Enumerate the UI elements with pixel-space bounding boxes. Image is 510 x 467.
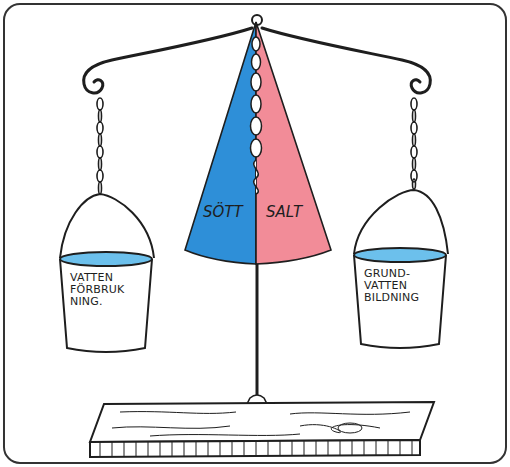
node-outline <box>185 22 256 264</box>
bucket: VATTEN FÖRBRUK NING. <box>58 250 154 354</box>
bucket-water <box>60 252 152 266</box>
cone-half: SALT <box>256 22 331 264</box>
board-front <box>90 440 420 457</box>
bucket-label: VATTEN FÖRBRUK NING. <box>70 272 136 308</box>
cone-label: SÖTT <box>203 204 243 221</box>
pole <box>256 262 259 398</box>
bucket-handle <box>354 190 448 254</box>
board-hatching <box>100 440 412 456</box>
frame <box>4 4 506 463</box>
chain-right <box>411 98 417 189</box>
wood-grain <box>112 412 410 436</box>
board-top <box>90 402 434 442</box>
bucket-label: GRUND- VATTEN BILDNING <box>364 268 432 304</box>
bucket: GRUND- VATTEN BILDNING <box>352 246 448 350</box>
bucket-body <box>60 259 152 352</box>
node-outline <box>256 22 331 264</box>
cone-label: SALT <box>266 204 302 221</box>
cone-half: SÖTT <box>185 22 256 264</box>
bucket-handle <box>60 194 154 258</box>
bucket-body <box>354 255 446 348</box>
bucket-water <box>354 248 446 262</box>
beam <box>84 28 431 93</box>
chain-left <box>97 98 103 194</box>
cone-half <box>185 22 256 264</box>
cone-half <box>256 22 331 264</box>
